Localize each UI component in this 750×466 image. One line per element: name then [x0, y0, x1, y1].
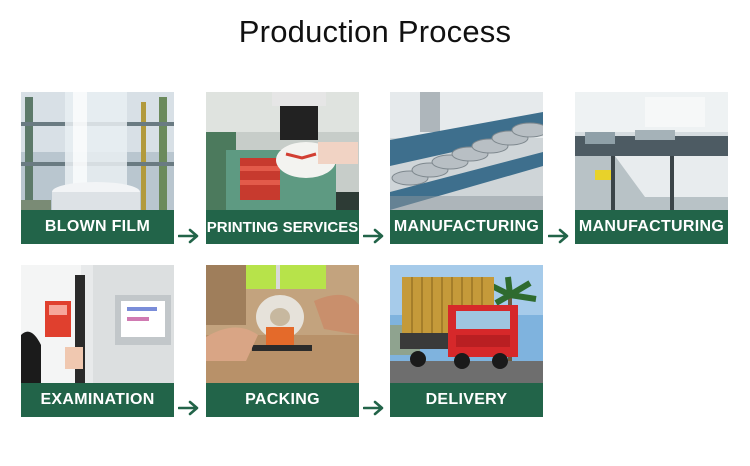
step-label: PACKING [206, 383, 359, 417]
testing-machine-photo [21, 265, 174, 383]
step-label: MANUFACTURING [390, 210, 543, 244]
arrow-right-icon [363, 228, 385, 244]
step-label: MANUFACTURING [575, 210, 728, 244]
step-label: BLOWN FILM [21, 210, 174, 244]
page-title: Production Process [238, 14, 512, 49]
container-truck-photo [390, 265, 543, 383]
blown-film-photo [21, 92, 174, 210]
arrow-right-icon [363, 400, 385, 416]
bag-making-machine-photo [575, 92, 728, 210]
printing-press-photo [206, 92, 359, 210]
step-label: EXAMINATION [21, 383, 174, 417]
tape-dispenser-photo [206, 265, 359, 383]
roller-conveyor-photo [390, 92, 543, 210]
arrow-right-icon [178, 228, 200, 244]
step-label: PRINTING SERVICES [206, 210, 359, 244]
arrow-right-icon [548, 228, 570, 244]
step-label: DELIVERY [390, 383, 543, 417]
arrow-right-icon [178, 400, 200, 416]
